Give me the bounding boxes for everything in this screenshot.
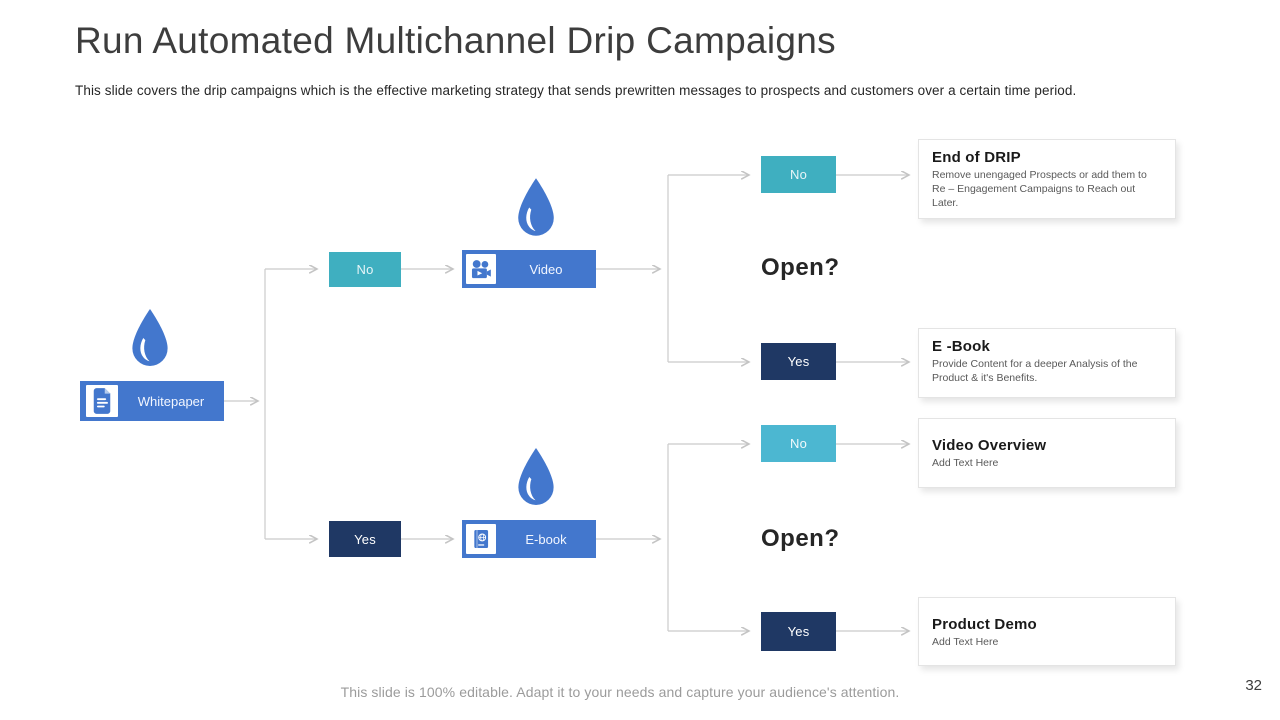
outcome-description: Remove unengaged Prospects or add them t… [932,169,1147,210]
outcome-description: Add Text Here [932,457,999,469]
slide-footer-note: This slide is 100% editable. Adapt it to… [340,684,900,700]
decision-badge-yes: Yes [329,521,401,557]
open-question-label: Open? [761,254,840,281]
decision-badge-yes: Yes [761,612,836,651]
flow-node-label: Video [529,261,563,277]
open-question-label: Open? [761,525,840,552]
flow-node-ebook: E-book [462,520,596,558]
outcome-card-product-demo: Product Demo Add Text Here [918,597,1176,666]
flow-node-label: E-book [525,531,567,547]
water-drop-icon [518,448,554,505]
ebook-icon [466,524,496,554]
decision-badge-no: No [761,425,836,462]
flow-node-whitepaper: Whitepaper [80,381,224,421]
outcome-title: Video Overview [932,437,1047,454]
outcome-card-ebook: E -Book Provide Content for a deeper Ana… [918,328,1176,398]
decision-badge-no: No [329,252,401,287]
outcome-description: Add Text Here [932,636,999,648]
page-title: Run Automated Multichannel Drip Campaign… [75,20,836,61]
outcome-title: Product Demo [932,616,1037,633]
outcome-title: E -Book [932,338,991,355]
water-drop-icon [518,178,554,236]
flow-node-label: Whitepaper [137,393,205,409]
outcome-card-video-overview: Video Overview Add Text Here [918,418,1176,488]
page-number: 32 [1245,677,1262,694]
decision-badge-yes: Yes [761,343,836,380]
outcome-description: Provide Content for a deeper Analysis of… [932,358,1138,385]
outcome-card-end-of-drip: End of DRIP Remove unengaged Prospects o… [918,139,1176,220]
document-icon [86,385,118,417]
slide-subtitle: This slide covers the drip campaigns whi… [75,83,1077,98]
outcome-title: End of DRIP [932,149,1021,166]
video-camera-icon [466,254,496,284]
water-drop-icon [132,309,168,366]
flow-node-video: Video [462,250,596,288]
decision-badge-no: No [761,156,836,193]
